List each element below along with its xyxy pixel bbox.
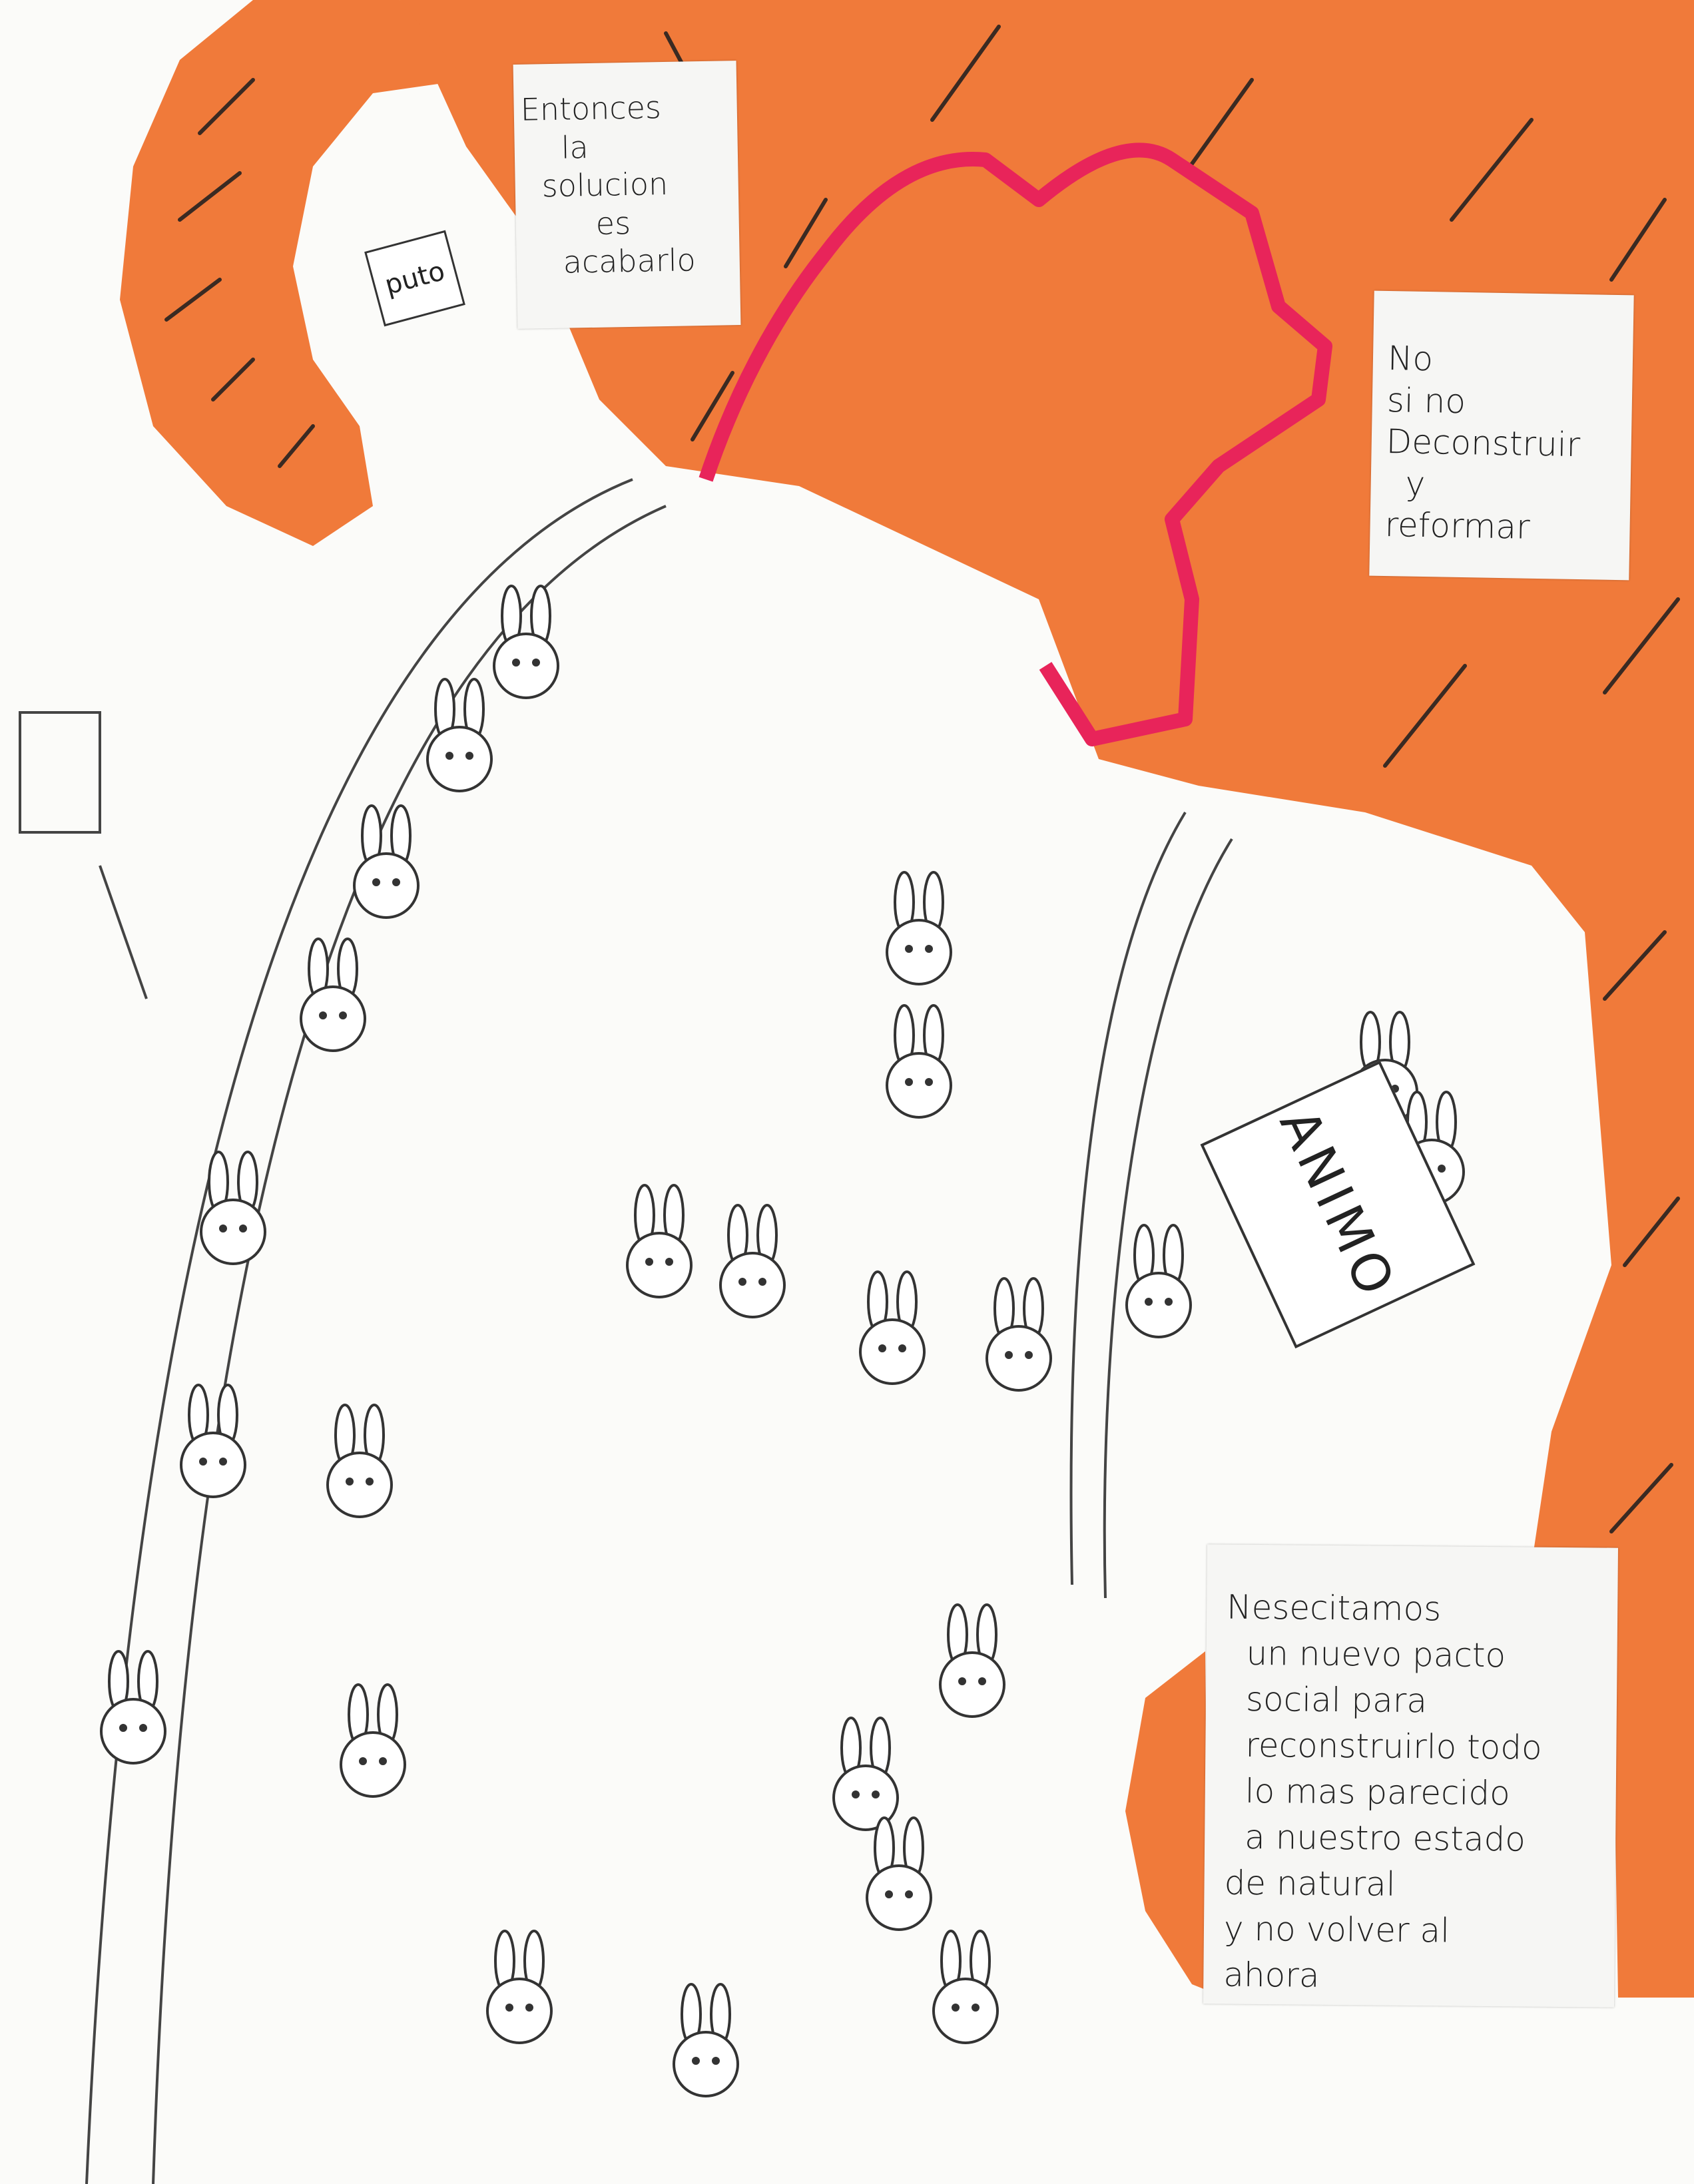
caption-line: solucion <box>541 165 669 204</box>
caption-line: Deconstruir <box>1386 421 1581 465</box>
caption-line: acabarlo <box>563 242 697 280</box>
caption-deconstruir: No si no Deconstruir y reformar <box>1369 290 1634 581</box>
bunny-icon <box>626 1184 693 1298</box>
sign-text: puto <box>382 256 448 301</box>
bunny-icon <box>180 1384 246 1498</box>
bunny-icon <box>493 585 559 699</box>
caption-line: Nesecitamos <box>1226 1587 1442 1629</box>
caption-line: y <box>1405 463 1426 503</box>
caption-line: No <box>1387 339 1434 379</box>
caption-line: es <box>595 204 631 242</box>
bunny-icon <box>886 1004 952 1119</box>
bunny-icon <box>986 1277 1052 1392</box>
bunny-icon <box>932 1930 999 2044</box>
bunny-icon <box>340 1683 406 1798</box>
caption-line: a nuestro estado <box>1244 1817 1526 1859</box>
caption-line: de natural <box>1224 1863 1396 1904</box>
orange-blob-bottom <box>1125 1651 1209 1991</box>
caption-line: Entonces <box>520 89 662 128</box>
bunny-icon <box>866 1816 932 1931</box>
bunny-icon <box>939 1603 1005 1718</box>
bunny-icon <box>100 1650 166 1765</box>
bunny-icon <box>426 678 493 792</box>
caption-line: lo mas parecido <box>1245 1771 1511 1813</box>
bunny-icon <box>1125 1224 1192 1338</box>
bunny-icon <box>886 871 952 985</box>
sign-text: ANIMO <box>1268 1100 1408 1309</box>
pencil-curves <box>19 478 1233 2184</box>
caption-entonces: Entonces la solucion es acabarlo <box>513 61 741 329</box>
caption-line: un nuevo pacto <box>1246 1633 1506 1675</box>
bunny-icon <box>200 1151 266 1265</box>
caption-line: reconstruirlo todo <box>1245 1725 1542 1767</box>
caption-line: social para <box>1245 1679 1428 1721</box>
caption-line: la <box>561 129 589 166</box>
pink-figure-outline <box>699 142 1332 746</box>
bunny-icon <box>300 938 366 1052</box>
caption-pacto-social: Nesecitamos un nuevo pacto social para r… <box>1203 1544 1618 2008</box>
bunny-icon <box>832 1717 899 1831</box>
bunny-icon <box>859 1270 926 1385</box>
bunny-icon <box>719 1204 786 1318</box>
caption-line: ahora <box>1223 1955 1320 1995</box>
bunny-crowd <box>100 585 1465 2097</box>
caption-line: reformar <box>1384 505 1531 547</box>
bunny-icon <box>353 804 420 919</box>
hatch-strokes <box>164 25 1680 1533</box>
bunny-icon <box>673 1983 739 2097</box>
bunny-icon <box>326 1404 393 1518</box>
caption-line: si no <box>1386 380 1466 421</box>
bunny-icon <box>486 1930 553 2044</box>
caption-line: y no volver al <box>1223 1909 1450 1950</box>
orange-tail-left <box>120 0 466 546</box>
